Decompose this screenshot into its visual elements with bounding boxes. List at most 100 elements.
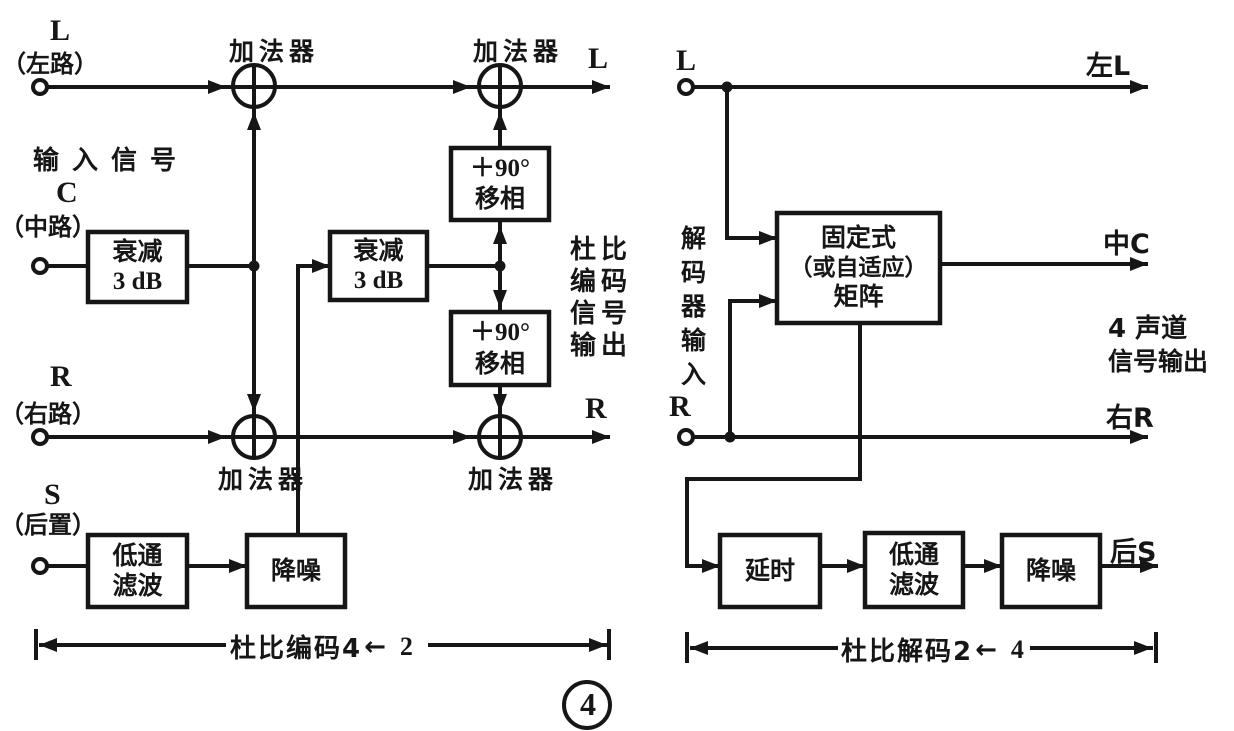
matrix-line2: （或自适应） [789,254,928,281]
adder-label-1: 加法器 [229,37,320,66]
decoder-dimension-label: 杜比解码2 ← 4 [841,631,1024,668]
lowpass-encoder-label: 低通 滤波 [88,535,187,607]
arrow-icon [592,80,610,94]
sum-junction-icon [477,63,523,109]
lowpass-decoder-label: 低通 滤波 [865,533,963,607]
encoder-c-paren: （中路） [0,213,96,241]
bus-row-1: 杜比 [570,235,633,265]
decoder-dim-suffix: 4 [1010,634,1024,664]
sum-junction-icon [231,63,277,109]
attenuator1-label: 衰减 3 dB [88,232,187,302]
matrix-line3: 矩阵 [833,282,884,312]
phase-shift-lower-box [448,309,552,388]
arrow-icon [453,80,471,94]
phase-lower-line1: ＋90° [470,319,530,346]
encoder-s-paren: （后置） [0,511,96,539]
attenuator1-line2: 3 dB [112,268,163,295]
lowpass-encoder-line2: 滤波 [112,571,163,600]
encoder-output-bus-label: 杜比 编码 信号 输出 [570,234,632,362]
sum-junction-icon [231,414,277,460]
terminals [31,78,695,575]
lowpass-decoder-line2: 滤波 [888,570,939,599]
terminal-icon [31,257,49,275]
noise-reduction-decoder-text: 降噪 [1025,555,1076,585]
arrow-icon [847,559,865,573]
encoder-dim-prefix: 杜比编码4 [230,634,363,664]
matrix-label: 固定式 （或自适应） 矩阵 [777,213,940,323]
arrow-icon [1130,430,1148,444]
adder-label-3: 加法器 [218,465,309,494]
arrow-icon [229,559,247,573]
arrow-icon [208,80,226,94]
matrix-box [774,210,943,326]
decoder-input-char-2: 码 [681,258,707,287]
decoder-input-heading: 解 码 器 输 入 [681,222,706,392]
arrow-icon [1140,559,1158,573]
decoder-input-char-3: 器 [681,292,707,321]
arrow-icon [1130,80,1148,94]
phase-upper-line2: 移相 [474,184,525,213]
arrow-icon [702,559,720,573]
matrix-line1: 固定式 [820,223,896,253]
encoder-l-letter: L [50,14,71,47]
arrow-icon [759,294,777,308]
decoder-in1-wire [725,87,777,240]
encoder-dimension-label: 杜比编码4 ← 2 [230,628,413,665]
decoder-dim-prefix: 杜比解码2 [841,637,974,667]
encoder-r-paren: （右路） [0,400,96,428]
arrow-icon [312,259,330,273]
arrow-icon [453,430,471,444]
encoder-c-letter: C [56,176,78,209]
figure-number: 4 [580,686,596,722]
noise-reduction-decoder-box [999,532,1103,610]
decoder-r-letter: R [669,390,691,423]
delay-text: 延时 [744,555,795,585]
wires [34,65,1158,663]
arrow-icon [592,430,610,444]
phase-shift-upper-box [448,145,552,223]
arrowheads [39,80,1158,655]
lowpass-encoder-box [85,532,190,610]
encoder-input-heading: 输入信号 [33,146,190,176]
noise-reduction-encoder-text: 降噪 [270,555,321,585]
arrow-icon [1130,257,1148,271]
left-arrow-icon: ← [364,631,386,662]
encoder-l-output-label: L [588,42,609,75]
attenuator2-line1: 衰减 [353,235,404,265]
arrow-icon [589,638,607,652]
decoder-l-letter: L [676,44,697,77]
terminal-icon [677,78,695,96]
arrow-icon [493,226,507,244]
lowpass-encoder-line1: 低通 [112,540,163,570]
blocks [85,145,1103,610]
noise-reduction-encoder-label: 降噪 [247,535,345,607]
decoder-in2-wire [728,299,777,437]
delay-box [717,532,823,610]
encoder-dim-suffix: 2 [399,631,413,661]
arrow-icon [493,290,507,308]
adder-label-4: 加法器 [468,465,559,494]
decoder-center-output-label: 中C [1103,229,1150,260]
decoder-surround-output-label: 后S [1110,537,1157,568]
decoder-input-char-1: 解 [681,224,707,253]
attenuator1-line1: 衰减 [112,236,163,266]
arrow-icon [1134,641,1152,655]
left-arrow-icon: ← [975,634,997,665]
sum-junction-icon [477,414,523,460]
decoder-surround-feed [685,323,862,568]
adders [231,63,523,460]
attenuator2-line2: 3 dB [353,267,404,294]
attenuator2-label: 衰减 3 dB [330,232,427,300]
arrow-icon [759,231,777,245]
bus-row-2: 编码 [570,267,633,297]
lowpass-decoder-box [862,530,966,610]
junction-dot [248,260,260,272]
noise-reduction-decoder-label: 降噪 [1002,535,1100,607]
arrow-icon [493,394,507,412]
phase-upper-label: ＋90° 移相 [451,148,549,220]
encoder-l-paren: （左路） [2,50,98,78]
junction-dot [721,81,733,93]
arrow-icon [690,641,708,655]
